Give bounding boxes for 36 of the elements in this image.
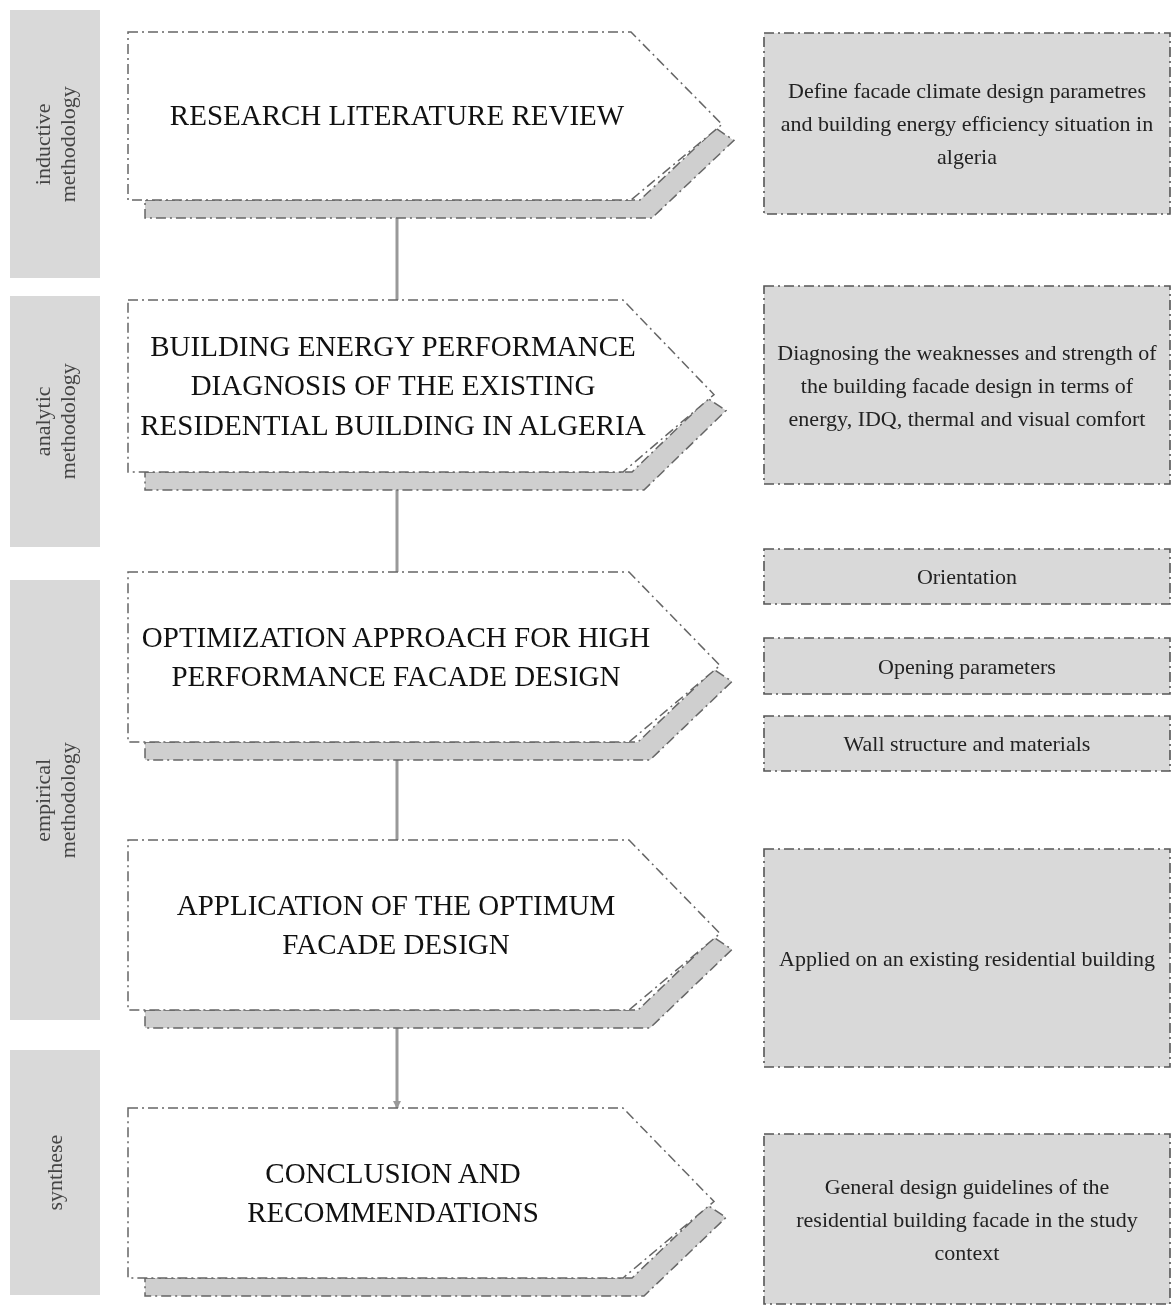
step-title: RESEARCH LITERATURE REVIEW xyxy=(169,98,625,134)
connector-line xyxy=(395,218,399,300)
phase-band xyxy=(10,580,100,1020)
note-box xyxy=(763,1133,1171,1305)
phase-label: synthese xyxy=(42,1134,68,1211)
note-text: Applied on an existing residential building xyxy=(778,944,1156,973)
step-title: CONCLUSION AND RECOMMENDATIONS xyxy=(246,1155,540,1230)
process-arrow-box xyxy=(128,32,736,218)
phase-band xyxy=(10,296,100,547)
note-box xyxy=(763,848,1171,1068)
phase-band xyxy=(10,1050,100,1295)
process-arrow-box xyxy=(128,572,734,760)
phase-label: analytic methodology xyxy=(29,363,81,480)
process-arrow-box xyxy=(128,1108,728,1296)
note-box xyxy=(763,32,1171,215)
note-text: Wall structure and materials xyxy=(842,730,1092,758)
arrow xyxy=(393,1028,401,1109)
process-arrow-box xyxy=(128,300,728,490)
phase-label: inductive methodology xyxy=(29,85,81,203)
phase-label: empirical methodology xyxy=(29,741,81,859)
note-box xyxy=(763,548,1171,605)
connector-line xyxy=(395,760,399,840)
note-box xyxy=(763,285,1171,485)
note-text: Diagnosing the weaknesses and strength of the building facade design in terms of energy, IDQ, thermal and visual comfort xyxy=(776,338,1158,433)
note-text: General design guidelines of the residential building facade in the study context xyxy=(795,1172,1139,1267)
step-title: APPLICATION OF THE OPTIMUM FACADE DESIGN xyxy=(175,887,617,962)
phase-band xyxy=(10,10,100,278)
note-text: Orientation xyxy=(915,563,1019,591)
note-text: Opening parameters xyxy=(877,652,1057,681)
note-box xyxy=(763,715,1171,772)
note-text: Define facade climate design parametres and building energy efficiency situation in algeria xyxy=(779,77,1155,171)
connector-line xyxy=(395,490,399,572)
note-box xyxy=(763,637,1171,695)
step-title: OPTIMIZATION APPROACH FOR HIGH PERFORMANCE FACADE DESIGN xyxy=(140,619,652,694)
process-arrow-box xyxy=(128,840,734,1028)
step-title: BUILDING ENERGY PERFORMANCE DIAGNOSIS OF THE EXISTING RESIDENTIAL BUILDING IN ALGERIA xyxy=(139,328,647,443)
